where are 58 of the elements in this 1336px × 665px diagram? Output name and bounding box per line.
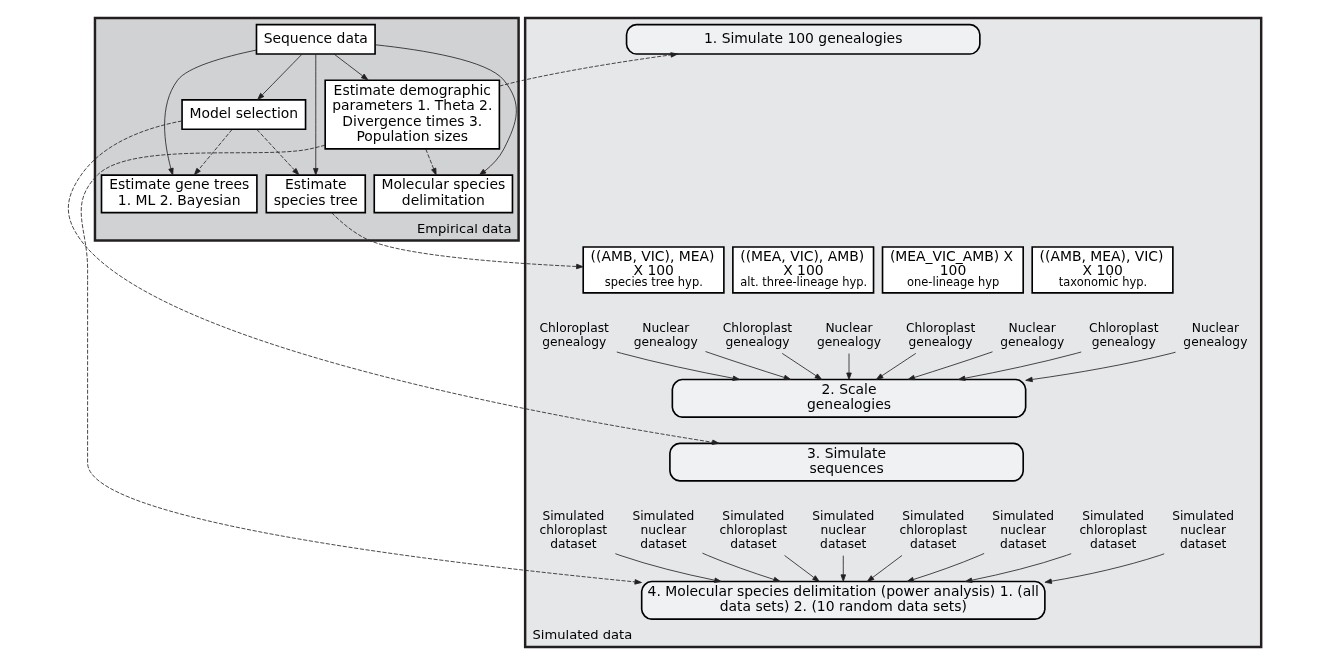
node-text: Chloroplast genealogy bbox=[1089, 321, 1159, 349]
arrow bbox=[374, 44, 517, 176]
arrow bbox=[313, 53, 319, 176]
arrow bbox=[964, 553, 1072, 583]
arrow bbox=[906, 553, 985, 583]
node-box: Molecular species delimitation bbox=[373, 174, 514, 214]
node-text: Nuclear genealogy bbox=[1183, 321, 1248, 349]
arrow bbox=[781, 352, 823, 380]
arrow bbox=[840, 555, 846, 582]
arrow bbox=[876, 352, 917, 380]
node-box: Sequence data bbox=[255, 23, 376, 55]
arrow bbox=[333, 53, 369, 81]
arrow bbox=[194, 129, 233, 176]
arrow bbox=[256, 129, 300, 176]
node-text: Nuclear genealogy bbox=[1000, 321, 1065, 349]
node-text: Simulated chloroplast dataset bbox=[719, 509, 788, 551]
arrow bbox=[425, 148, 437, 176]
node-text: Nuclear genealogy bbox=[816, 321, 882, 349]
arrow bbox=[331, 212, 584, 270]
arrow bbox=[907, 351, 993, 381]
node-text: Simulated chloroplast dataset bbox=[539, 509, 608, 551]
arrow bbox=[257, 53, 303, 100]
node-text: Simulated chloroplast dataset bbox=[899, 509, 967, 551]
node-box: 2. Scale genealogies bbox=[671, 378, 1027, 418]
arrow bbox=[614, 553, 722, 583]
node-text: Simulated nuclear dataset bbox=[812, 509, 875, 551]
node-text: Simulated chloroplast dataset bbox=[1079, 509, 1147, 551]
node-text: Chloroplast genealogy bbox=[539, 321, 609, 349]
arrow bbox=[866, 555, 903, 582]
node-box: (MEA_VIC_AMB) X 100 one-lineage hyp bbox=[881, 246, 1024, 294]
node-box: ((MEA, VIC), AMB) X 100 alt. three-lineage hyp. bbox=[732, 246, 875, 294]
node-box: Model selection bbox=[181, 99, 307, 131]
arrow bbox=[616, 351, 740, 381]
node-text: Simulated nuclear dataset bbox=[1172, 509, 1235, 551]
arrow bbox=[702, 552, 781, 583]
node-text: Nuclear genealogy bbox=[633, 321, 698, 349]
node-box: 1. Simulate 100 genealogies bbox=[625, 23, 981, 55]
arrow bbox=[67, 120, 720, 445]
arrow bbox=[958, 351, 1082, 381]
node-text: Simulated nuclear dataset bbox=[632, 509, 695, 551]
node-box: ((AMB, VIC), MEA) X 100 species tree hyp. bbox=[582, 246, 725, 294]
node-box: Estimate gene trees 1. ML 2. Bayesian bbox=[100, 174, 258, 214]
node-box: Estimate demographic parameters 1. Theta 2. Divergence times 3. Population sizes bbox=[324, 79, 501, 150]
arrow bbox=[846, 353, 852, 380]
node-box: 4. Molecular species delimitation (power analysis) 1. (all data sets) 2. (10 random data sets) bbox=[640, 580, 1046, 620]
arrow bbox=[164, 49, 257, 176]
node-text: Simulated nuclear dataset bbox=[992, 509, 1055, 551]
arrow bbox=[498, 52, 678, 87]
node-text: Chloroplast genealogy bbox=[722, 321, 793, 349]
arrow bbox=[80, 144, 642, 585]
arrow bbox=[1025, 351, 1176, 383]
arrow bbox=[705, 351, 792, 381]
arrow bbox=[784, 555, 820, 582]
node-box: 3. Simulate sequences bbox=[669, 442, 1024, 482]
node-text: Chloroplast genealogy bbox=[905, 321, 976, 349]
node-box: ((AMB, MEA), VIC) X 100 taxonomic hyp. bbox=[1031, 246, 1174, 294]
node-box: Estimate species tree bbox=[265, 174, 367, 214]
arrow bbox=[1044, 553, 1165, 584]
